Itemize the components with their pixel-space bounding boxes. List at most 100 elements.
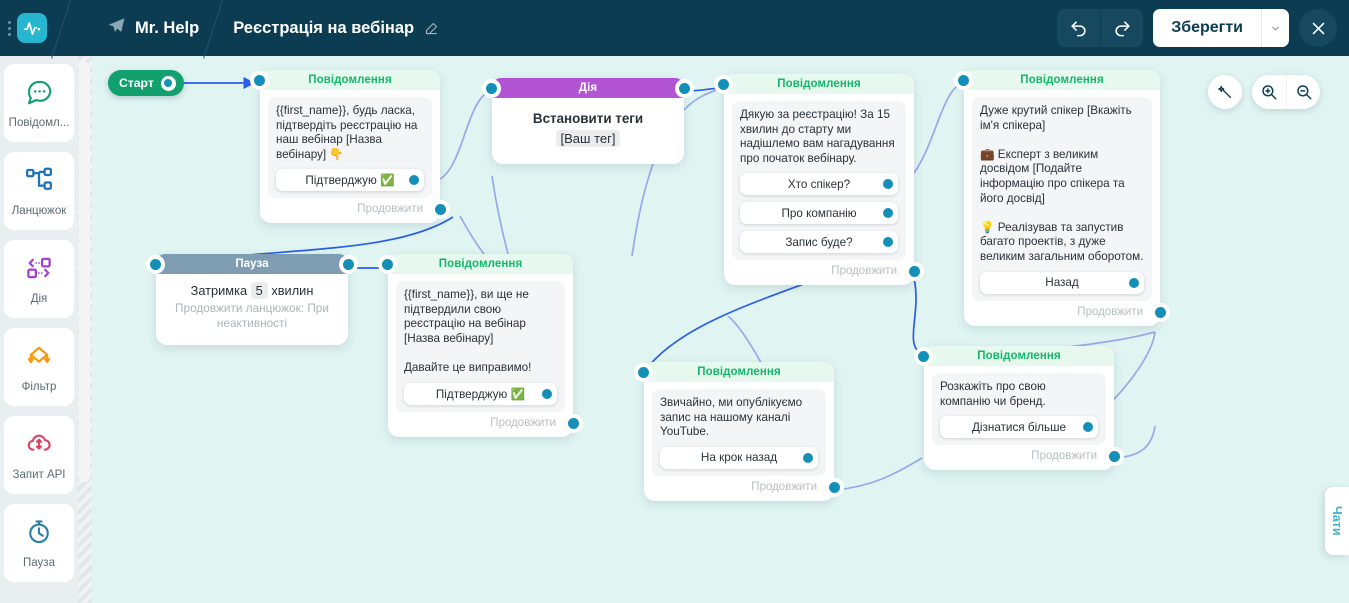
undo-redo-group — [1057, 9, 1144, 47]
button-output-port[interactable] — [1083, 422, 1093, 433]
start-output-port[interactable] — [160, 75, 176, 91]
quick-reply-button[interactable]: Про компанію — [740, 202, 898, 225]
node-continue-port[interactable] — [1109, 451, 1120, 463]
sidebar-item-label: Запит API — [12, 469, 66, 481]
api-cloud-icon — [24, 429, 54, 464]
node-output-port[interactable] — [343, 259, 354, 270]
button-output-port[interactable] — [542, 388, 552, 399]
node-continue-port[interactable] — [829, 481, 840, 493]
app-header: Mr. Help Реєстрація на вебінар Зберег — [0, 0, 1349, 56]
continue-label: Продовжити — [831, 265, 897, 278]
message-text: Дякую за реєстрацію! За 15 хвилин до ста… — [740, 108, 898, 165]
node-input-port[interactable] — [150, 259, 161, 270]
quick-reply-label: Про компанію — [781, 206, 857, 220]
node-header: Повідомлення — [924, 346, 1114, 366]
message-box: Звичайно, ми опублікуємо запис на нашому… — [652, 389, 826, 476]
action-title: Встановити теги — [532, 111, 644, 126]
delay-row: Затримка 5 хвилин — [166, 282, 338, 299]
continue-label: Продовжити — [751, 480, 817, 493]
close-icon[interactable] — [1299, 9, 1337, 47]
button-output-port[interactable] — [803, 452, 813, 463]
node-input-port[interactable] — [382, 259, 393, 270]
quick-reply-button[interactable]: Підтверджую ✅ — [404, 382, 557, 405]
node-input-port[interactable] — [958, 75, 969, 86]
quick-reply-button[interactable]: На крок назад — [660, 446, 818, 469]
quick-reply-button[interactable]: Запис буде? — [740, 231, 898, 254]
message-node-4[interactable]: Повідомлення Дуже крутий спікер [Вкажіть… — [958, 70, 1166, 326]
quick-reply-label: Підтверджую ✅ — [305, 174, 395, 188]
delay-prefix: Затримка — [190, 283, 248, 298]
canvas-tools — [1208, 75, 1320, 109]
node-body: Встановити теги [Ваш тег] — [492, 98, 684, 164]
node-continue-port[interactable] — [1155, 306, 1166, 318]
undo-icon[interactable] — [1057, 9, 1100, 47]
message-text: {{first_name}}, будь ласка, підтвердіть … — [276, 104, 421, 161]
quick-reply-button[interactable]: Назад — [980, 271, 1144, 294]
quick-reply-button[interactable]: Підтверджую ✅ — [276, 169, 424, 192]
quick-reply-button[interactable]: Хто спікер? — [740, 173, 898, 196]
sidebar-item-message[interactable]: Повідомл... — [4, 64, 74, 142]
node-input-port[interactable] — [254, 75, 265, 86]
message-node-2[interactable]: Повідомлення {{first_name}}, ви ще не пі… — [382, 254, 579, 437]
message-node-3[interactable]: Повідомлення Дякую за реєстрацію! За 15 … — [718, 74, 920, 286]
magic-wand-icon[interactable] — [1208, 75, 1242, 109]
button-output-port[interactable] — [1129, 277, 1139, 288]
sidebar-item-chain[interactable]: Ланцюжок — [4, 152, 74, 230]
node-continue-port[interactable] — [909, 266, 920, 278]
node-input-port[interactable] — [486, 83, 497, 94]
node-input-port[interactable] — [718, 79, 729, 90]
zoom-in-icon[interactable] — [1252, 75, 1286, 109]
sidebar-item-label: Фільтр — [21, 381, 57, 393]
sidebar-item-api[interactable]: Запит API — [4, 416, 74, 494]
message-text: Дуже крутий спікер [Вкажіть ім'я спікера… — [980, 104, 1144, 263]
zoom-out-icon[interactable] — [1286, 75, 1320, 109]
button-output-port[interactable] — [409, 175, 419, 186]
button-output-port[interactable] — [883, 208, 893, 219]
chevron-down-icon[interactable] — [1261, 9, 1289, 47]
message-bubble-icon — [24, 77, 54, 112]
continue-label: Продовжити — [357, 203, 423, 216]
node-header: Повідомлення — [644, 362, 834, 382]
quick-reply-label: Запис буде? — [785, 235, 853, 249]
node-output-port[interactable] — [679, 83, 690, 94]
message-box: {{first_name}}, ви ще не підтвердили сво… — [396, 281, 565, 412]
breadcrumb-brand[interactable]: Mr. Help — [107, 16, 199, 40]
node-continue-port[interactable] — [435, 204, 446, 216]
button-output-port[interactable] — [883, 179, 893, 190]
message-node-1[interactable]: Повідомлення {{first_name}}, будь ласка,… — [254, 70, 446, 224]
node-continue-port[interactable] — [568, 417, 579, 429]
pause-node[interactable]: Пауза Затримка 5 хвилин Продовжити ланцю… — [150, 254, 354, 345]
sidebar-item-pause[interactable]: Пауза — [4, 504, 74, 582]
sidebar-item-action[interactable]: Дія — [4, 240, 74, 318]
message-text: Звичайно, ми опублікуємо запис на нашому… — [660, 396, 806, 439]
sidebar-item-filter[interactable]: Фільтр — [4, 328, 74, 406]
quick-reply-label: Підтверджую ✅ — [435, 387, 526, 401]
chat-tab[interactable]: Чати — [1325, 487, 1349, 555]
pause-subtitle: Продовжити ланцюжок: При неактивності — [175, 301, 329, 330]
redo-icon[interactable] — [1100, 9, 1143, 47]
node-body: Розкажіть про свою компанію чи бренд. Ді… — [924, 366, 1114, 470]
message-text: Розкажіть про свою компанію чи бренд. — [940, 380, 1049, 408]
message-node-6[interactable]: Повідомлення Розкажіть про свою компанію… — [918, 346, 1120, 471]
node-input-port[interactable] — [638, 367, 649, 378]
message-text: {{first_name}}, ви ще не підтвердили сво… — [404, 288, 532, 374]
pulse-logo-icon[interactable] — [17, 13, 47, 43]
start-node[interactable]: Старт — [108, 70, 184, 96]
quick-reply-button[interactable]: Дізнатися більше — [940, 416, 1098, 439]
save-split-button: Зберегти — [1153, 9, 1289, 47]
quick-reply-label: Назад — [1045, 276, 1079, 290]
breadcrumb-flow-title: Реєстрація на вебінар — [233, 19, 439, 38]
node-input-port[interactable] — [918, 351, 929, 362]
save-button[interactable]: Зберегти — [1171, 19, 1243, 36]
pencil-icon[interactable] — [424, 21, 439, 36]
flow-canvas[interactable]: Старт Повідомлення {{first_name}}, будь … — [92, 56, 1349, 603]
message-box: Дуже крутий спікер [Вкажіть ім'я спікера… — [972, 97, 1152, 301]
telegram-icon — [107, 16, 126, 40]
button-output-port[interactable] — [883, 237, 893, 248]
message-node-5[interactable]: Повідомлення Звичайно, ми опублікуємо за… — [638, 362, 840, 501]
node-body: {{first_name}}, будь ласка, підтвердіть … — [260, 90, 440, 223]
sidebar-scrollbar-thumb[interactable] — [79, 62, 90, 482]
action-node[interactable]: Дія Встановити теги [Ваш тег] — [486, 78, 690, 164]
node-body: Затримка 5 хвилин Продовжити ланцюжок: П… — [156, 274, 348, 345]
kebab-menu-icon[interactable] — [2, 20, 16, 36]
